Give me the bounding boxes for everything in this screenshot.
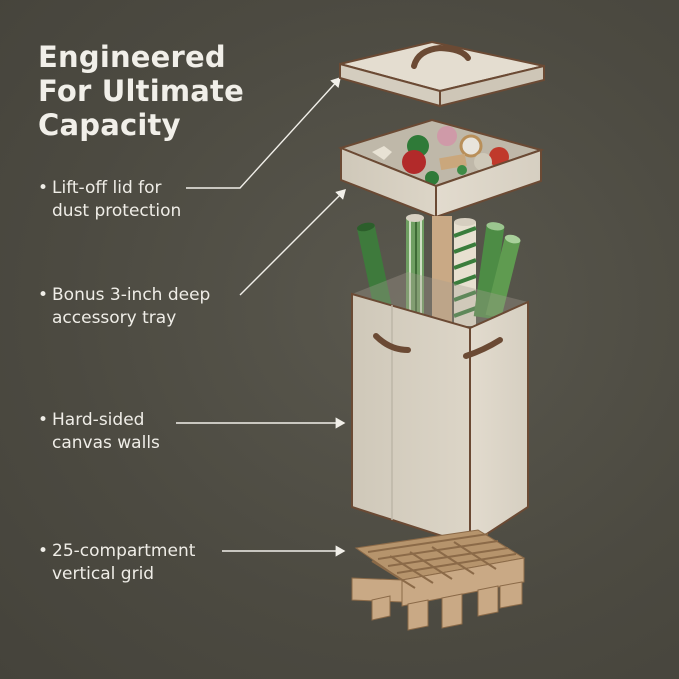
bullet: • — [38, 410, 49, 430]
feature-lid-line-1: Lift-off lid for — [52, 178, 162, 198]
headline-line-3: Capacity — [38, 108, 181, 142]
feature-grid: •25-compartment vertical grid — [38, 540, 195, 586]
center-tube — [432, 216, 452, 336]
feature-walls-line-2: canvas walls — [52, 433, 160, 453]
handle-icon — [411, 44, 471, 69]
wrapping-rolls — [357, 214, 521, 330]
feature-grid-line-2: vertical grid — [52, 564, 155, 584]
pointer-arrows — [176, 76, 346, 557]
feature-tray-line-1: Bonus 3-inch deep — [52, 285, 211, 305]
feature-grid-line-1: 25-compartment — [52, 541, 196, 561]
headline-line-1: Engineered — [38, 40, 226, 74]
headline-line-2: For Ultimate — [38, 74, 244, 108]
feature-tray: •Bonus 3-inch deep accessory tray — [38, 284, 210, 330]
bow-icon — [372, 146, 392, 160]
arrow-icon — [186, 76, 341, 189]
feature-walls-line-1: Hard-sided — [52, 410, 145, 430]
handle-icon — [463, 337, 503, 359]
handle-icon — [373, 333, 411, 353]
feature-walls: •Hard-sided canvas walls — [38, 409, 160, 455]
lid — [339, 40, 545, 108]
accessory-tray — [337, 118, 545, 219]
tray-contents — [372, 126, 509, 185]
feature-tray-line-2: accessory tray — [52, 308, 177, 328]
feature-lid: •Lift-off lid for dust protection — [38, 177, 181, 223]
bullet: • — [38, 285, 49, 305]
arrow-icon — [239, 189, 346, 296]
compartment-grid — [351, 529, 526, 631]
feature-lid-line-2: dust protection — [52, 201, 182, 221]
bullet: • — [38, 541, 49, 561]
bullet: • — [38, 178, 49, 198]
storage-box — [351, 272, 529, 547]
headline: Engineered For Ultimate Capacity — [38, 40, 244, 142]
